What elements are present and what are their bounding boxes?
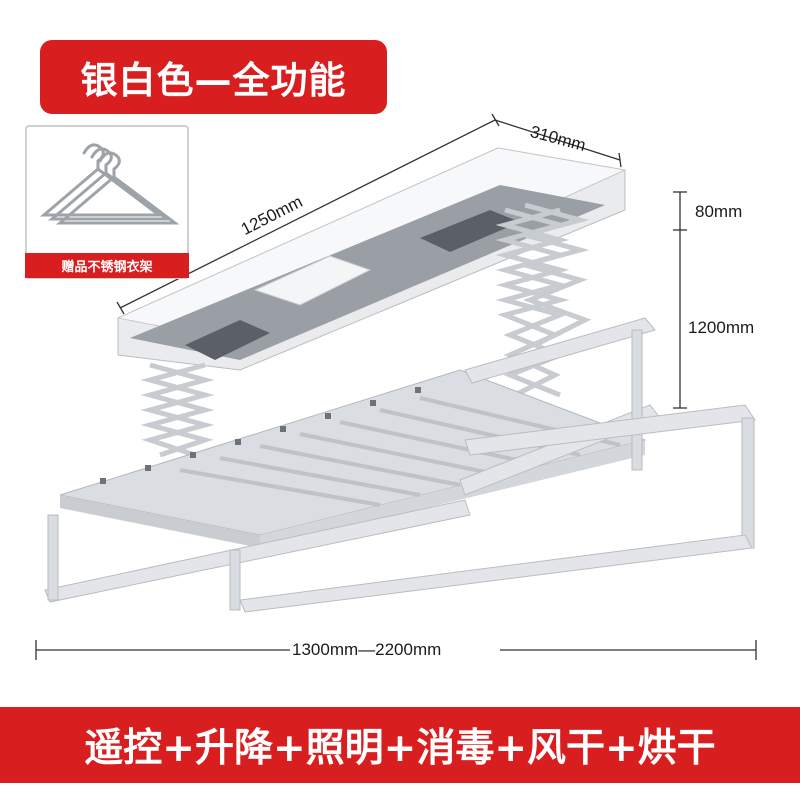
extension-label: 1300mm—2200mm [292,640,442,659]
feature-banner: 遥控+升降+照明+消毒+风干+烘干 [0,707,800,783]
rack-frame [44,317,756,613]
lift-height-label: 1200mm [688,318,755,337]
gift-label: 赠品不锈钢衣架 [25,253,189,278]
box-height-label: 80mm [695,202,743,221]
hanger-icon [39,143,180,225]
title-badge: 银白色—全功能 [40,40,387,114]
machine-box [116,147,627,371]
